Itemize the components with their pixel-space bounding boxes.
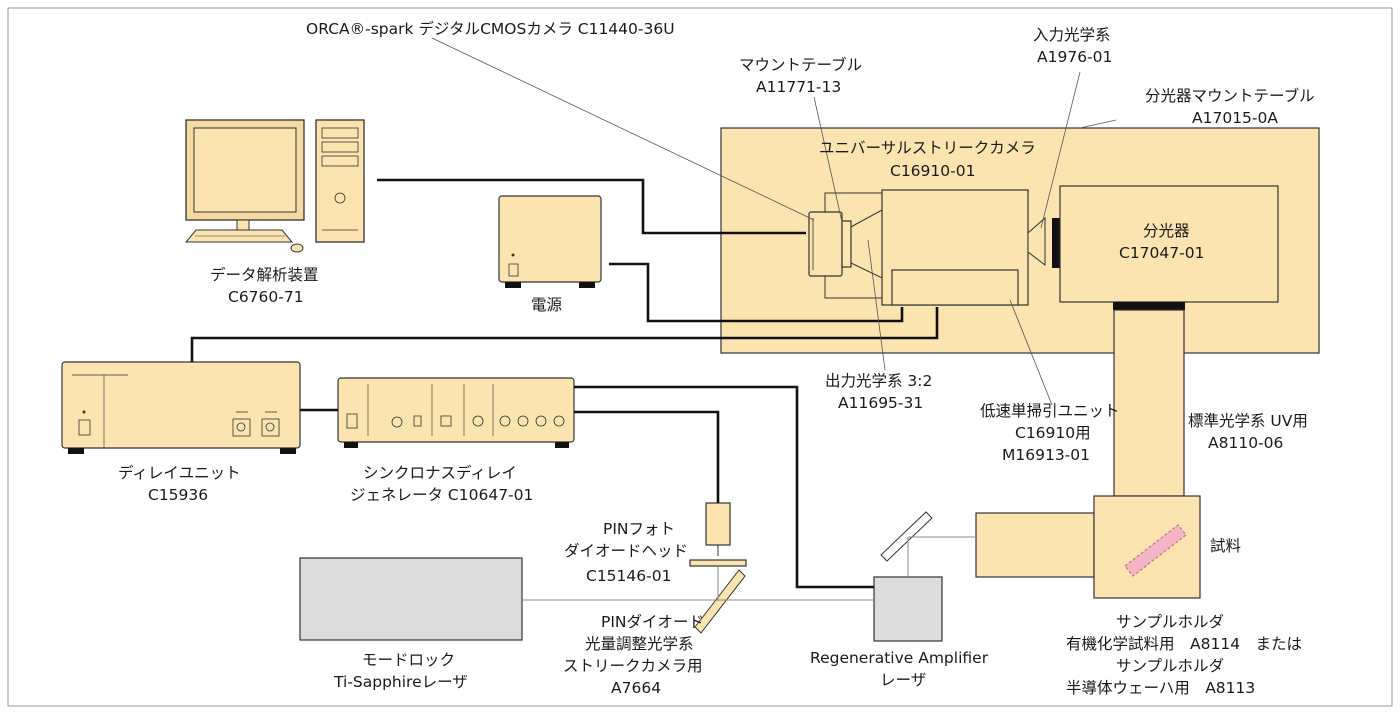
delay-generator-model: ジェネレータ C10647-01 — [350, 486, 533, 504]
pin-head-model: C15146-01 — [586, 567, 671, 585]
leader-lines — [431, 37, 1117, 406]
pin-photodiode-head — [689, 502, 747, 567]
streak-camera — [824, 189, 1046, 306]
sample-holder-label-1: サンプルホルダ — [1116, 613, 1224, 631]
sweep-unit-for: C16910用 — [1015, 424, 1091, 442]
data-analysis-model: C6760-71 — [228, 288, 304, 306]
power-supply-label: 電源 — [531, 296, 562, 314]
sample-holder-label-2: 有機化学試料用 A8114 または — [1066, 635, 1302, 653]
orca-camera — [808, 211, 852, 277]
spectrograph-model: C17047-01 — [1119, 244, 1204, 262]
spectrograph — [1052, 185, 1279, 310]
sample-holder-label-3: サンプルホルダ — [1116, 657, 1224, 675]
sample-holder — [975, 495, 1201, 599]
delay-unit-label: ディレイユニット — [118, 463, 241, 482]
orca-camera-label: ORCA®-spark デジタルCMOSカメラ C11440-36U — [306, 19, 675, 38]
delay-generator-label: シンクロナスディレイ — [363, 463, 517, 482]
input-optics-model: A1976-01 — [1037, 48, 1112, 66]
pin-attenuator-label-2: 光量調整光学系 — [585, 635, 694, 653]
mount-table-model: A11771-13 — [756, 78, 841, 96]
delay-unit-icon — [61, 361, 301, 454]
computer-icon — [184, 119, 365, 253]
sweep-unit-label: 低速単掃引ユニット — [980, 402, 1120, 420]
pin-attenuator-model: A7664 — [611, 679, 661, 697]
mount-table-label: マウントテーブル — [739, 55, 862, 74]
delay-generator-icon — [337, 377, 575, 448]
sweep-unit-model: M16913-01 — [1002, 446, 1090, 464]
laser-beam-paths — [522, 536, 976, 601]
spectrograph-label: 分光器 — [1143, 222, 1190, 240]
regen-amp-label: Regenerative Amplifier — [810, 649, 989, 667]
spectrograph-mount-label: 分光器マウントテーブル — [1145, 86, 1315, 105]
power-supply-icon — [498, 195, 602, 288]
regen-amp-laser-label: レーザ — [880, 671, 926, 689]
sample-specimen — [1124, 524, 1187, 577]
pin-attenuator-label-1: PINダイオード — [601, 613, 704, 631]
sample-holder-label-4: 半導体ウェーハ用 A8113 — [1066, 679, 1255, 697]
pin-head-label-2: ダイオードヘッド — [564, 542, 688, 560]
streak-camera-label: ユニバーサルストリークカメラ — [819, 139, 1036, 157]
regenerative-amplifier — [873, 576, 943, 642]
standard-optics — [1113, 309, 1185, 497]
steering-mirror — [880, 511, 933, 562]
sample-label: 試料 — [1210, 537, 1241, 555]
delay-unit-model: C15936 — [148, 486, 208, 504]
pin-attenuator-label-3: ストリークカメラ用 — [563, 657, 703, 675]
pin-head-label-1: PINフォト — [603, 520, 675, 538]
input-optics-label: 入力光学系 — [1033, 26, 1111, 44]
output-optics-model: A11695-31 — [838, 394, 923, 412]
input-optics — [1027, 216, 1046, 267]
cables — [190, 178, 939, 589]
sweep-unit — [891, 269, 1019, 306]
output-optics-label: 出力光学系 3:2 — [825, 372, 932, 390]
pin-attenuator-mirror — [694, 569, 746, 634]
standard-optics-model: A8110-06 — [1208, 434, 1283, 452]
modelock-laser-model: Ti-Sapphireレーザ — [333, 673, 468, 691]
data-analysis-label: データ解析装置 — [210, 265, 319, 284]
modelock-laser — [299, 557, 523, 641]
diagram-frame — [7, 7, 1393, 707]
modelock-laser-label: モードロック — [362, 651, 455, 669]
spectrograph-mount-model: A17015-0A — [1192, 109, 1278, 127]
streak-camera-model: C16910-01 — [890, 162, 975, 180]
standard-optics-label: 標準光学系 UV用 — [1188, 412, 1308, 430]
